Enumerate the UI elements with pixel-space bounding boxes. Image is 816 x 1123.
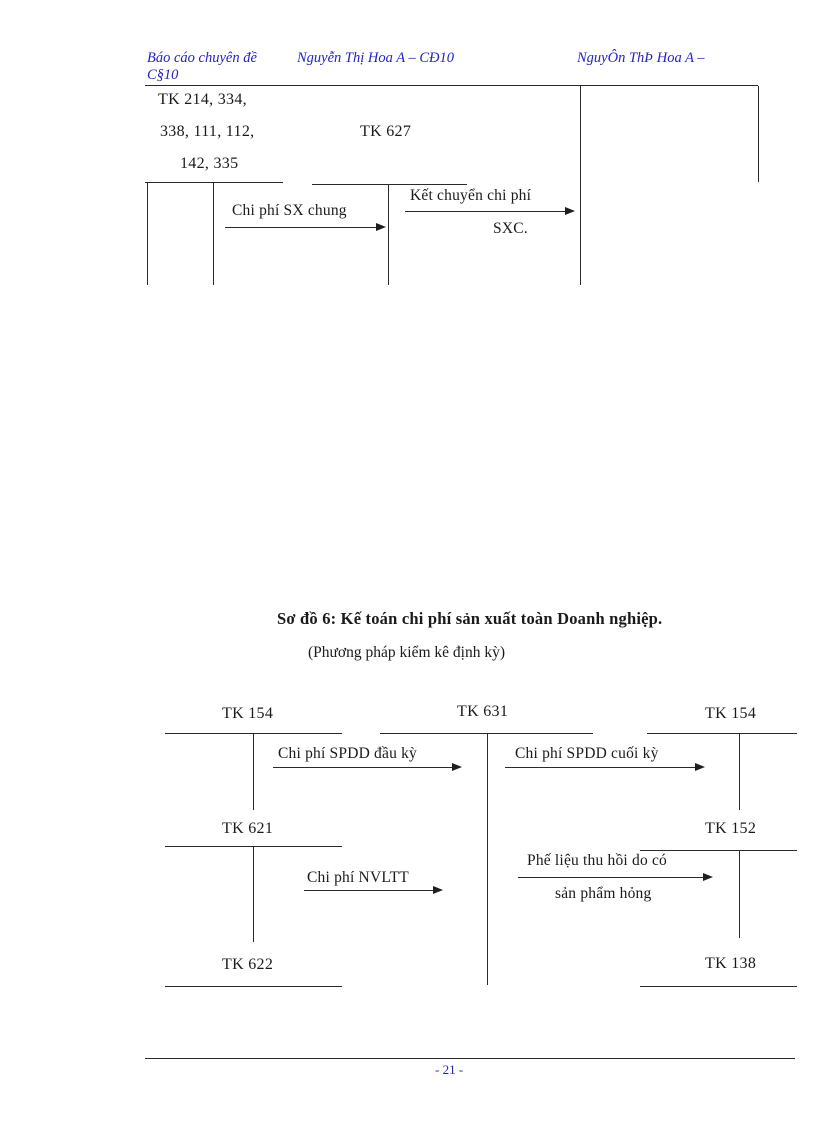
arrow-ket-chuyen-label-line1: Kết chuyển chi phí [410, 187, 532, 204]
arrow-phe-lieu-line [518, 877, 704, 879]
arrow-spdd-cuoi-ky-label: Chi phí SPDD cuối kỳ [515, 745, 659, 762]
tk138-label: TK 138 [705, 955, 757, 972]
tk154-right-top-line [647, 733, 797, 735]
arrow-nvltt-label: Chi phí NVLTT [307, 869, 409, 886]
tk622-label: TK 622 [222, 956, 274, 973]
header-author-center: Nguyễn Thị Hoa A – CĐ10 [297, 50, 454, 66]
arrow-sx-chung-head-icon [376, 223, 386, 231]
account-group-label-line2: 338, 111, 112, [160, 123, 255, 140]
tk627-divider-vertical [388, 184, 390, 285]
footer-page-number: - 21 - [435, 1062, 464, 1077]
tk154-left-divider-vertical [253, 733, 255, 810]
header-author-right-wrap: C§10 [147, 67, 179, 83]
arrow-phe-lieu-label-line2: sản phẩm hỏng [555, 885, 652, 902]
arrow-spdd-dau-ky-line [273, 767, 453, 769]
arrow-spdd-cuoi-ky-line [505, 767, 696, 769]
right-account-edge-vertical [758, 86, 760, 182]
arrow-spdd-dau-ky-head-icon [452, 763, 462, 771]
account-group-left-vertical [147, 182, 149, 285]
tk154-right-divider-vertical [739, 733, 741, 810]
tk152-label: TK 152 [705, 820, 757, 837]
right-account-divider-vertical [580, 86, 582, 285]
tk152-divider-vertical [739, 850, 741, 938]
tk138-top-line [640, 986, 797, 988]
account-group-label-line3: 142, 335 [180, 155, 239, 172]
diagram-subtitle: (Phương pháp kiểm kê định kỳ) [308, 644, 505, 661]
arrow-ket-chuyen-label-line2: SXC. [493, 220, 528, 237]
tk631-top-line [380, 733, 593, 735]
tk627-top-line [312, 184, 467, 186]
arrow-spdd-cuoi-ky-head-icon [695, 763, 705, 771]
diagram-title: Sơ đồ 6: Kế toán chi phí sản xuất toàn D… [277, 609, 663, 628]
tk627-label: TK 627 [360, 123, 412, 140]
tk631-label: TK 631 [457, 703, 509, 720]
arrow-phe-lieu-label-line1: Phế liệu thu hồi do có [527, 852, 668, 869]
header-report-title: Báo cáo chuyên đề [147, 50, 257, 66]
arrow-nvltt-head-icon [433, 886, 443, 894]
arrow-ket-chuyen-line [405, 211, 566, 213]
tk154-right-label: TK 154 [705, 705, 757, 722]
tk621-divider-vertical [253, 846, 255, 942]
footer-rule-line [145, 1058, 795, 1060]
arrow-sx-chung-label: Chi phí SX chung [232, 202, 347, 219]
tk152-top-line [640, 850, 797, 852]
tk154-left-label: TK 154 [222, 705, 274, 722]
arrow-nvltt-line [304, 890, 434, 892]
header-author-right: NguyÔn ThÞ Hoa A – [577, 50, 705, 66]
arrow-spdd-dau-ky-label: Chi phí SPDD đầu kỳ [278, 745, 418, 762]
tk621-label: TK 621 [222, 820, 274, 837]
account-group-label-line1: TK 214, 334, [158, 91, 247, 108]
arrow-ket-chuyen-head-icon [565, 207, 575, 215]
arrow-sx-chung-line [225, 227, 376, 229]
account-group-divider-vertical [213, 182, 215, 285]
header-rule-line [145, 85, 758, 87]
tk631-divider-vertical [487, 733, 489, 985]
tk622-top-line [165, 986, 342, 988]
arrow-phe-lieu-head-icon [703, 873, 713, 881]
